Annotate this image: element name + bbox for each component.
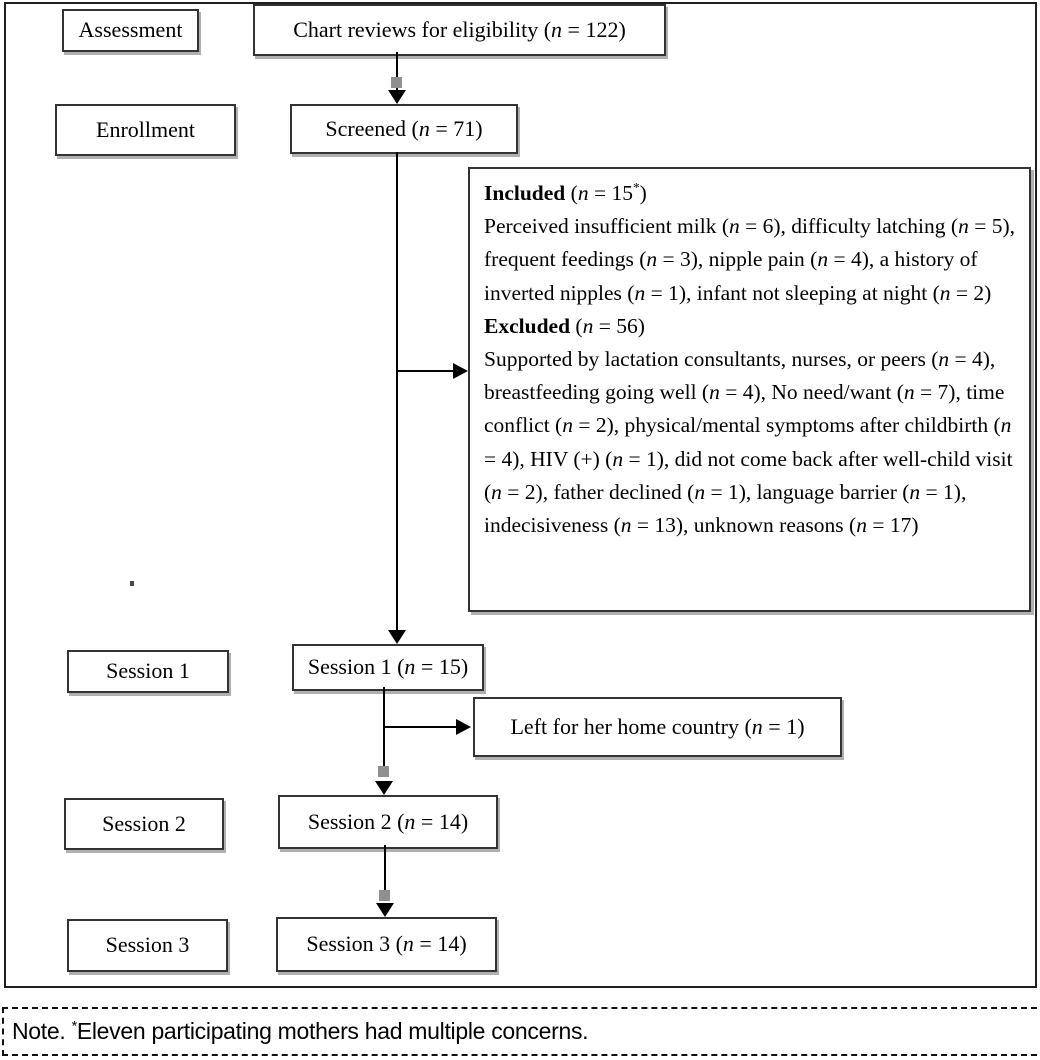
flow-box-text: Chart reviews for eligibility (n = 122)	[293, 16, 626, 42]
stage-label-text: Assessment	[78, 17, 183, 43]
arrowhead-right-icon	[453, 363, 468, 379]
arrowhead-right-icon	[456, 719, 471, 735]
stage-label-enrollment: Enrollment	[55, 104, 236, 156]
excluded-count: (n = 56)	[575, 313, 645, 338]
arrowhead-down-icon	[375, 781, 393, 795]
arrow-line-session1-to-session2	[383, 687, 385, 775]
arrow-shadow-artifact	[378, 766, 389, 777]
stage-label-text: Session 3	[105, 932, 190, 958]
excluded-body: Supported by lactation consultants, nurs…	[484, 347, 1013, 538]
arrowhead-down-icon	[388, 630, 406, 644]
flow-box-text: Left for her home country (n = 1)	[510, 713, 805, 739]
excluded-heading-line: Excluded (n = 56)	[484, 310, 1015, 343]
flow-box-left-home-country: Left for her home country (n = 1)	[473, 697, 842, 757]
arrowhead-down-icon	[388, 90, 406, 104]
note-text: Note. *Eleven participating mothers had …	[12, 1018, 589, 1044]
arrow-shadow-artifact	[391, 77, 402, 88]
stage-label-session-3: Session 3	[67, 919, 228, 972]
arrow-line-to-detail-box	[397, 370, 453, 372]
included-heading: Included	[484, 181, 566, 205]
stage-label-text: Session 2	[102, 810, 186, 836]
note-box: Note. *Eleven participating mothers had …	[2, 1007, 1040, 1056]
flow-box-screened: Screened (n = 71)	[290, 104, 518, 154]
flow-box-text: Session 1 (n = 15)	[307, 654, 469, 680]
flow-box-chart-reviews: Chart reviews for eligibility (n = 122)	[253, 4, 666, 56]
included-body: Perceived insufficient milk (n = 6), dif…	[484, 214, 1015, 305]
flow-box-session-2: Session 2 (n = 14)	[278, 795, 498, 849]
stage-label-session-1: Session 1	[67, 650, 229, 693]
excluded-heading: Excluded	[484, 313, 571, 338]
flow-box-session-1: Session 1 (n = 15)	[292, 644, 484, 691]
arrow-line-to-country-box	[384, 726, 456, 728]
eligibility-detail-box: Included (n = 15*) Perceived insufficien…	[468, 167, 1031, 612]
flow-box-text: Session 3 (n = 14)	[306, 931, 467, 957]
arrow-line-session2-to-session3	[384, 845, 386, 897]
flow-box-text: Session 2 (n = 14)	[307, 808, 469, 834]
included-heading-line: Included (n = 15*)	[484, 177, 1015, 210]
stage-label-session-2: Session 2	[64, 798, 224, 850]
arrow-line-screened-to-session1	[396, 152, 398, 631]
arrowhead-down-icon	[376, 903, 394, 917]
print-artifact-dot	[130, 581, 134, 586]
stage-label-assessment: Assessment	[62, 9, 199, 52]
flow-box-session-3: Session 3 (n = 14)	[276, 917, 497, 972]
included-count: (n = 15*)	[570, 179, 647, 205]
arrow-shadow-artifact	[379, 890, 390, 901]
stage-label-text: Enrollment	[96, 116, 195, 142]
flow-box-text: Screened (n = 71)	[325, 115, 483, 141]
stage-label-text: Session 1	[106, 658, 190, 684]
arrow-line-chart-to-screened	[396, 52, 398, 90]
